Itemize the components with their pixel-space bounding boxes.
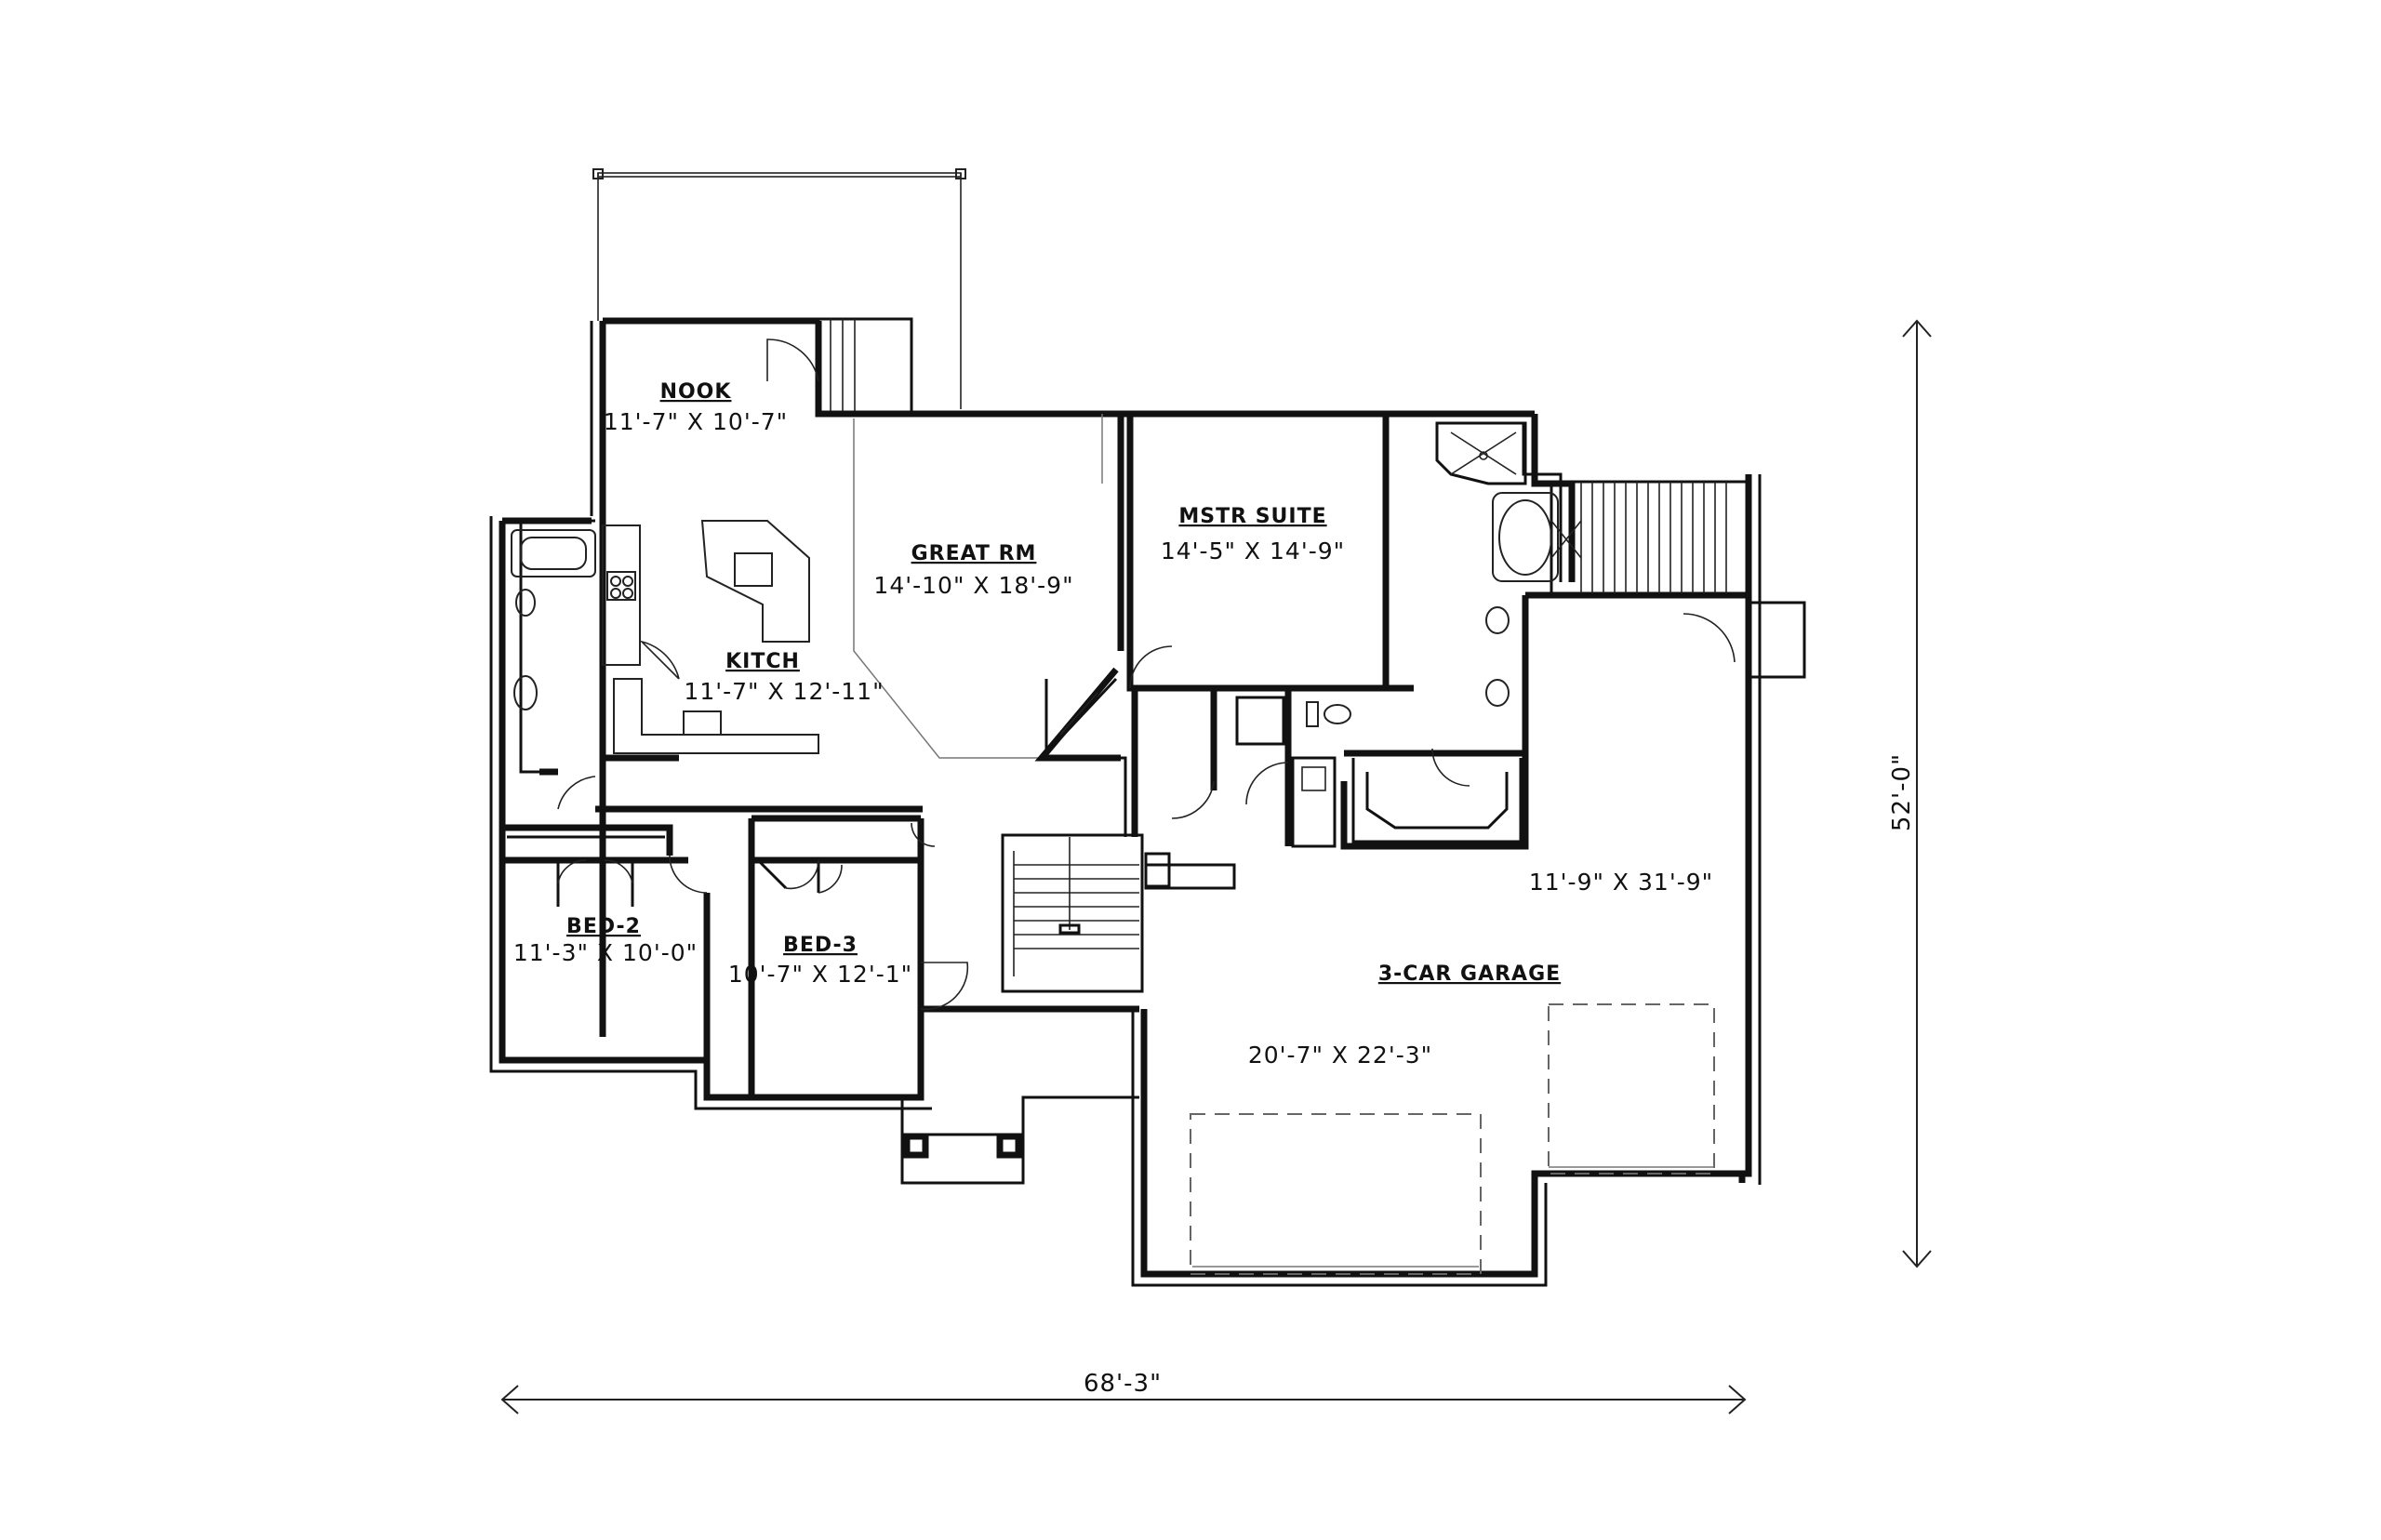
room-name-bed3: BED-3 — [783, 934, 858, 957]
rear-deck — [592, 168, 966, 416]
room-name-master: MSTR SUITE — [1178, 505, 1326, 528]
room-name-nook: NOOK — [660, 380, 732, 404]
door-swings — [557, 339, 1736, 1011]
room-dims-great: 14'-10" X 18'-9" — [873, 572, 1073, 599]
room-dims-master: 14'-5" X 14'-9" — [1161, 538, 1345, 564]
room-name-great: GREAT RM — [911, 542, 1037, 565]
fixtures — [511, 421, 1559, 762]
room-dims-garage: 20'-7" X 22'-3" — [1248, 1042, 1432, 1069]
room-name-kitchen: KITCH — [725, 650, 800, 673]
overall-height-label: 52'-0" — [1888, 753, 1916, 831]
interior-walls — [502, 414, 1525, 1097]
room-name-garage: 3-CAR GARAGE — [1378, 962, 1561, 986]
exterior-walls — [489, 317, 1806, 1287]
dimension-width: 68'-3" — [500, 1370, 1747, 1414]
overall-width-label: 68'-3" — [1084, 1370, 1162, 1398]
room-dims-nook: 11'-7" X 10'-7" — [604, 408, 788, 435]
garage-doors — [1190, 1003, 1715, 1275]
dimension-height: 52'-0" — [1888, 319, 1932, 1268]
room-labels: NOOK 11'-7" X 10'-7" KITCH 11'-7" X 12'-… — [513, 380, 1713, 1069]
room-dims-bed2: 11'-3" X 10'-0" — [513, 939, 698, 966]
room-name-bed2: BED-2 — [566, 915, 641, 938]
room-dims-garage-bay: 11'-9" X 31'-9" — [1529, 869, 1713, 896]
room-dims-kitchen: 11'-7" X 12'-11" — [684, 678, 884, 705]
room-dims-bed3: 10'-7" X 12'-1" — [728, 961, 912, 988]
